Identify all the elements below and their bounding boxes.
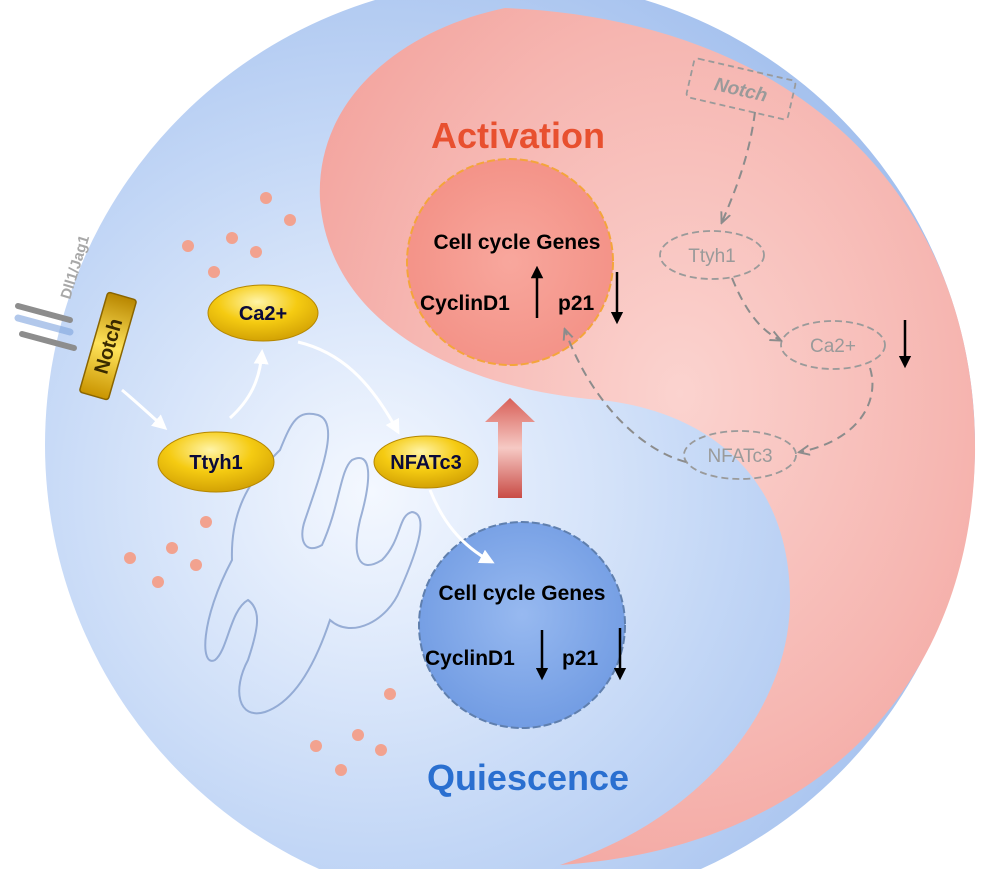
ghost-ttyh1-label: Ttyh1 — [688, 246, 736, 267]
ligand-bars — [14, 303, 77, 351]
ttyh1-node: Ttyh1 — [157, 431, 275, 493]
ghost-nfatc3: NFATc3 — [683, 430, 797, 480]
quiescence-title: Quiescence — [427, 757, 629, 798]
ca2-node: Ca2+ — [207, 284, 319, 342]
ca2-label: Ca2+ — [239, 303, 287, 325]
activation-title: Activation — [431, 115, 605, 156]
endoplasmic-reticulum-outline — [204, 412, 422, 715]
quiescence-genes-title: Cell cycle Genes — [439, 582, 606, 605]
quiescent-pathway-arrows — [121, 340, 495, 564]
calcium-dots — [124, 192, 396, 776]
quiescence-gene-circle — [418, 521, 626, 729]
nfatc3-node: NFATc3 — [373, 435, 479, 489]
nfatc3-label: NFATc3 — [390, 452, 462, 474]
ttyh1-label: Ttyh1 — [189, 452, 242, 474]
quiescence-p21-label: p21 — [562, 647, 599, 670]
ghost-ttyh1: Ttyh1 — [659, 230, 765, 280]
quiescence-cyclin-label: CyclinD1 — [425, 647, 515, 670]
ghost-ca2-label: Ca2+ — [810, 336, 856, 357]
ghost-nfatc3-label: NFATc3 — [707, 446, 772, 467]
activation-genes-title: Cell cycle Genes — [434, 231, 601, 254]
ghost-pathway-arrows — [565, 111, 874, 463]
activation-p21-label: p21 — [558, 292, 595, 315]
ghost-ca2: Ca2+ — [780, 320, 886, 370]
activation-gene-circle — [406, 158, 614, 366]
activation-arrow — [485, 398, 535, 498]
activation-cyclin-label: CyclinD1 — [420, 292, 510, 315]
